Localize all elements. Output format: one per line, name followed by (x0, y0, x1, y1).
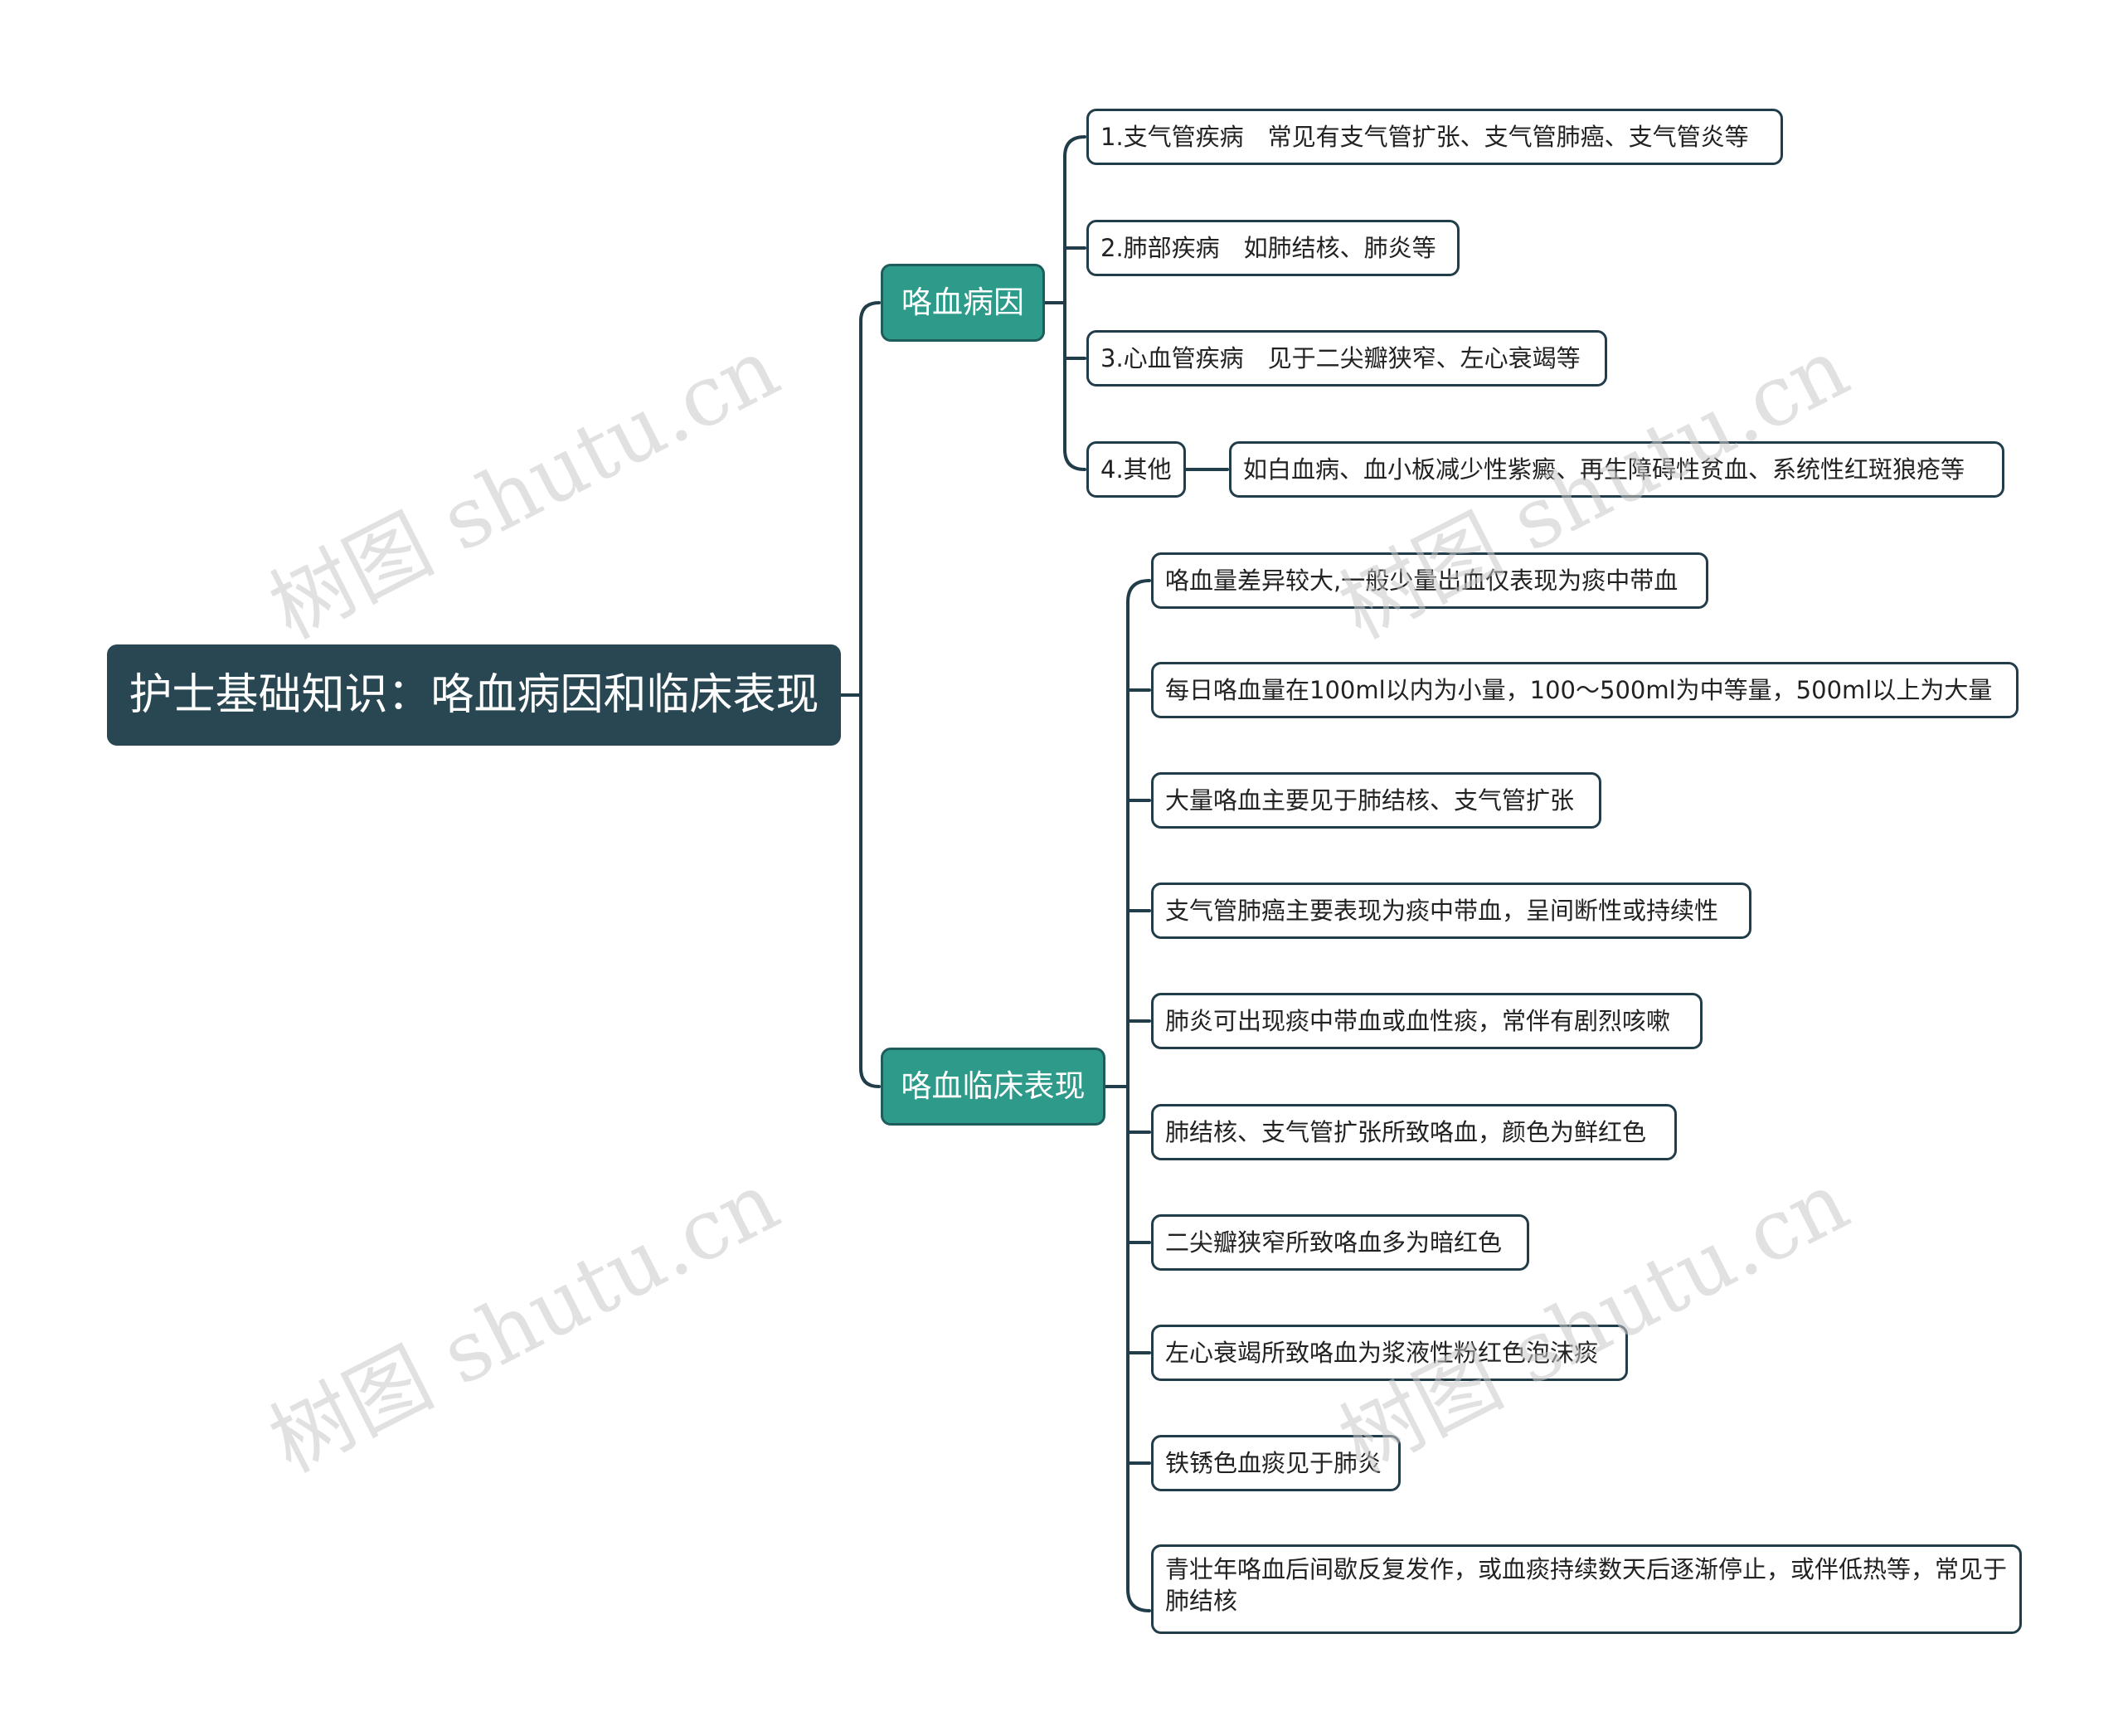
cause-item-1[interactable]: 1.支气管疾病 常见有支气管扩张、支气管肺癌、支气管炎等 (1086, 109, 1783, 165)
manifestation-item-9[interactable]: 铁锈色血痰见于肺炎 (1151, 1435, 1401, 1491)
cause-item-4[interactable]: 4.其他 (1086, 441, 1186, 498)
manifestation-item-2[interactable]: 每日咯血量在100ml以内为小量，100～500ml为中等量，500ml以上为大… (1151, 662, 2019, 718)
manifestation-item-5[interactable]: 肺炎可出现痰中带血或血性痰，常伴有剧烈咳嗽 (1151, 993, 1703, 1049)
root-topic[interactable]: 护士基础知识：咯血病因和临床表现 (107, 644, 841, 746)
manifestation-item-10[interactable]: 青壮年咯血后间歇反复发作，或血痰持续数天后逐渐停止，或伴低热等，常见于肺结核 (1151, 1544, 2022, 1634)
manifestation-item-4[interactable]: 支气管肺癌主要表现为痰中带血，呈间断性或持续性 (1151, 883, 1751, 939)
connector-causes-bracket (1063, 135, 1086, 471)
connector-manifest-bracket (1126, 579, 1151, 1612)
branch-manifestations[interactable]: 咯血临床表现 (881, 1048, 1105, 1126)
manifestation-item-1[interactable]: 咯血量差异较大,一般少量出血仅表现为痰中带血 (1151, 552, 1708, 609)
manifestation-item-3[interactable]: 大量咯血主要见于肺结核、支气管扩张 (1151, 772, 1601, 829)
manifestation-item-7[interactable]: 二尖瓣狭窄所致咯血多为暗红色 (1151, 1214, 1529, 1271)
cause-other-detail[interactable]: 如白血病、血小板减少性紫癜、再生障碍性贫血、系统性红斑狼疮等 (1229, 441, 2004, 498)
manifestation-item-8[interactable]: 左心衰竭所致咯血为浆液性粉红色泡沫痰 (1151, 1325, 1628, 1381)
manifestation-item-6[interactable]: 肺结核、支气管扩张所致咯血，颜色为鲜红色 (1151, 1104, 1677, 1160)
cause-item-3[interactable]: 3.心血管疾病 见于二尖瓣狭窄、左心衰竭等 (1086, 330, 1607, 387)
connector-trunk (859, 301, 881, 1088)
branch-causes[interactable]: 咯血病因 (881, 264, 1045, 342)
cause-item-2[interactable]: 2.肺部疾病 如肺结核、肺炎等 (1086, 220, 1460, 276)
